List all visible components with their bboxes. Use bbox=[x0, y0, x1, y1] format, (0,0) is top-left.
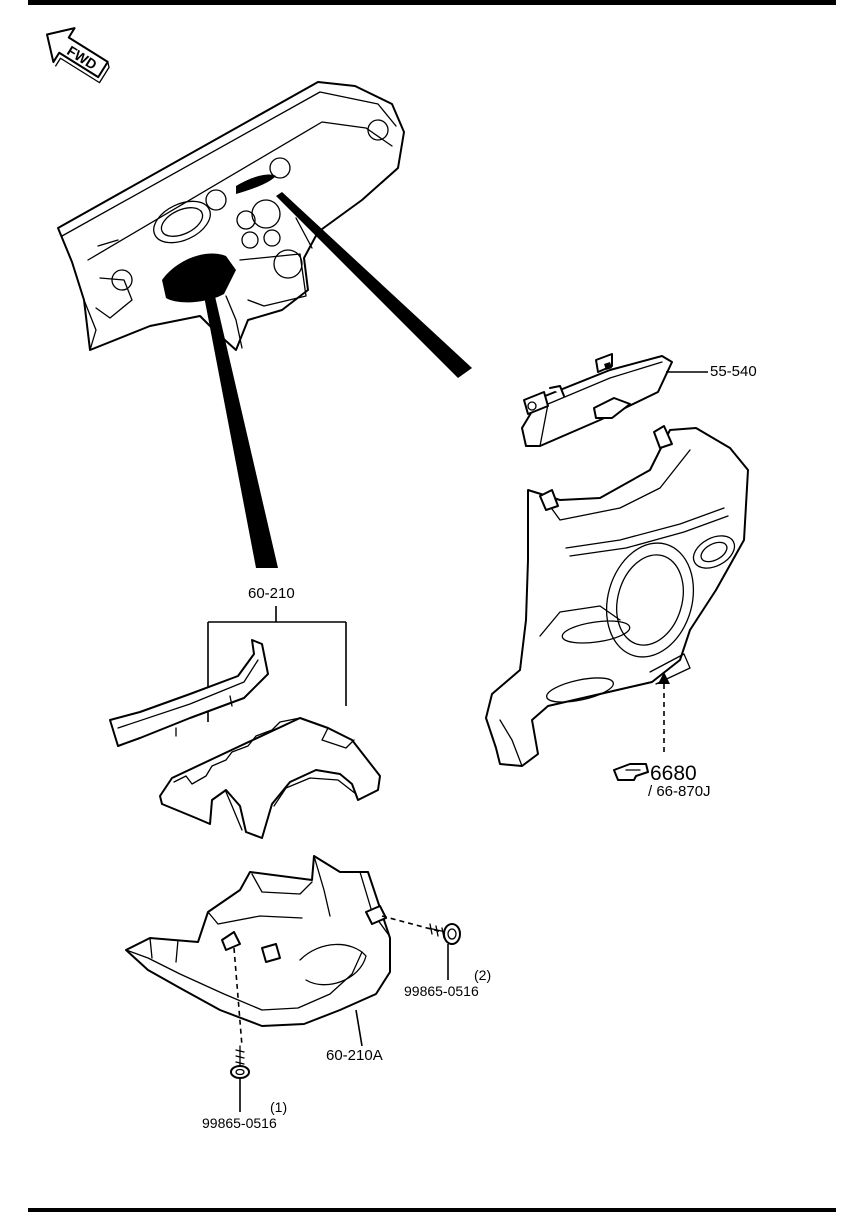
label-60-210: 60-210 bbox=[248, 585, 295, 602]
pointing-hand-icon bbox=[613, 763, 649, 781]
screw-right-icon bbox=[427, 923, 461, 945]
qty-screw-left: (1) bbox=[270, 1099, 287, 1115]
screw-left-icon bbox=[230, 1045, 250, 1079]
bracket-60-210 bbox=[207, 606, 347, 722]
part-60-210-upper-cover bbox=[159, 717, 381, 839]
top-rule bbox=[28, 0, 836, 5]
dashed-screw-left bbox=[233, 947, 243, 1047]
qty-screw-right: (2) bbox=[474, 967, 491, 983]
fwd-arrow-icon: FWD bbox=[46, 27, 110, 84]
ref-66-870J: / 66-870J bbox=[648, 783, 711, 800]
leader-60-210A bbox=[355, 1009, 363, 1047]
partno-screw-left: 99865-0516 bbox=[202, 1115, 277, 1131]
label-60-210A: 60-210A bbox=[326, 1047, 383, 1064]
part-bezel-panel bbox=[485, 425, 749, 767]
part-60-210-upper-trim bbox=[109, 639, 269, 747]
bottom-rule bbox=[28, 1208, 836, 1212]
part-55-540 bbox=[521, 353, 673, 447]
ref-6680: 6680 bbox=[650, 762, 697, 785]
callout-wedge-upper bbox=[276, 192, 472, 378]
part-60-210A bbox=[125, 855, 391, 1027]
partno-screw-right: 99865-0516 bbox=[404, 983, 479, 999]
dashed-screw-right bbox=[381, 915, 443, 933]
label-55-540: 55-540 bbox=[710, 363, 757, 380]
arrow-6680 bbox=[658, 672, 670, 684]
dashboard-overview bbox=[57, 81, 405, 351]
callout-wedge-lower bbox=[204, 292, 278, 568]
